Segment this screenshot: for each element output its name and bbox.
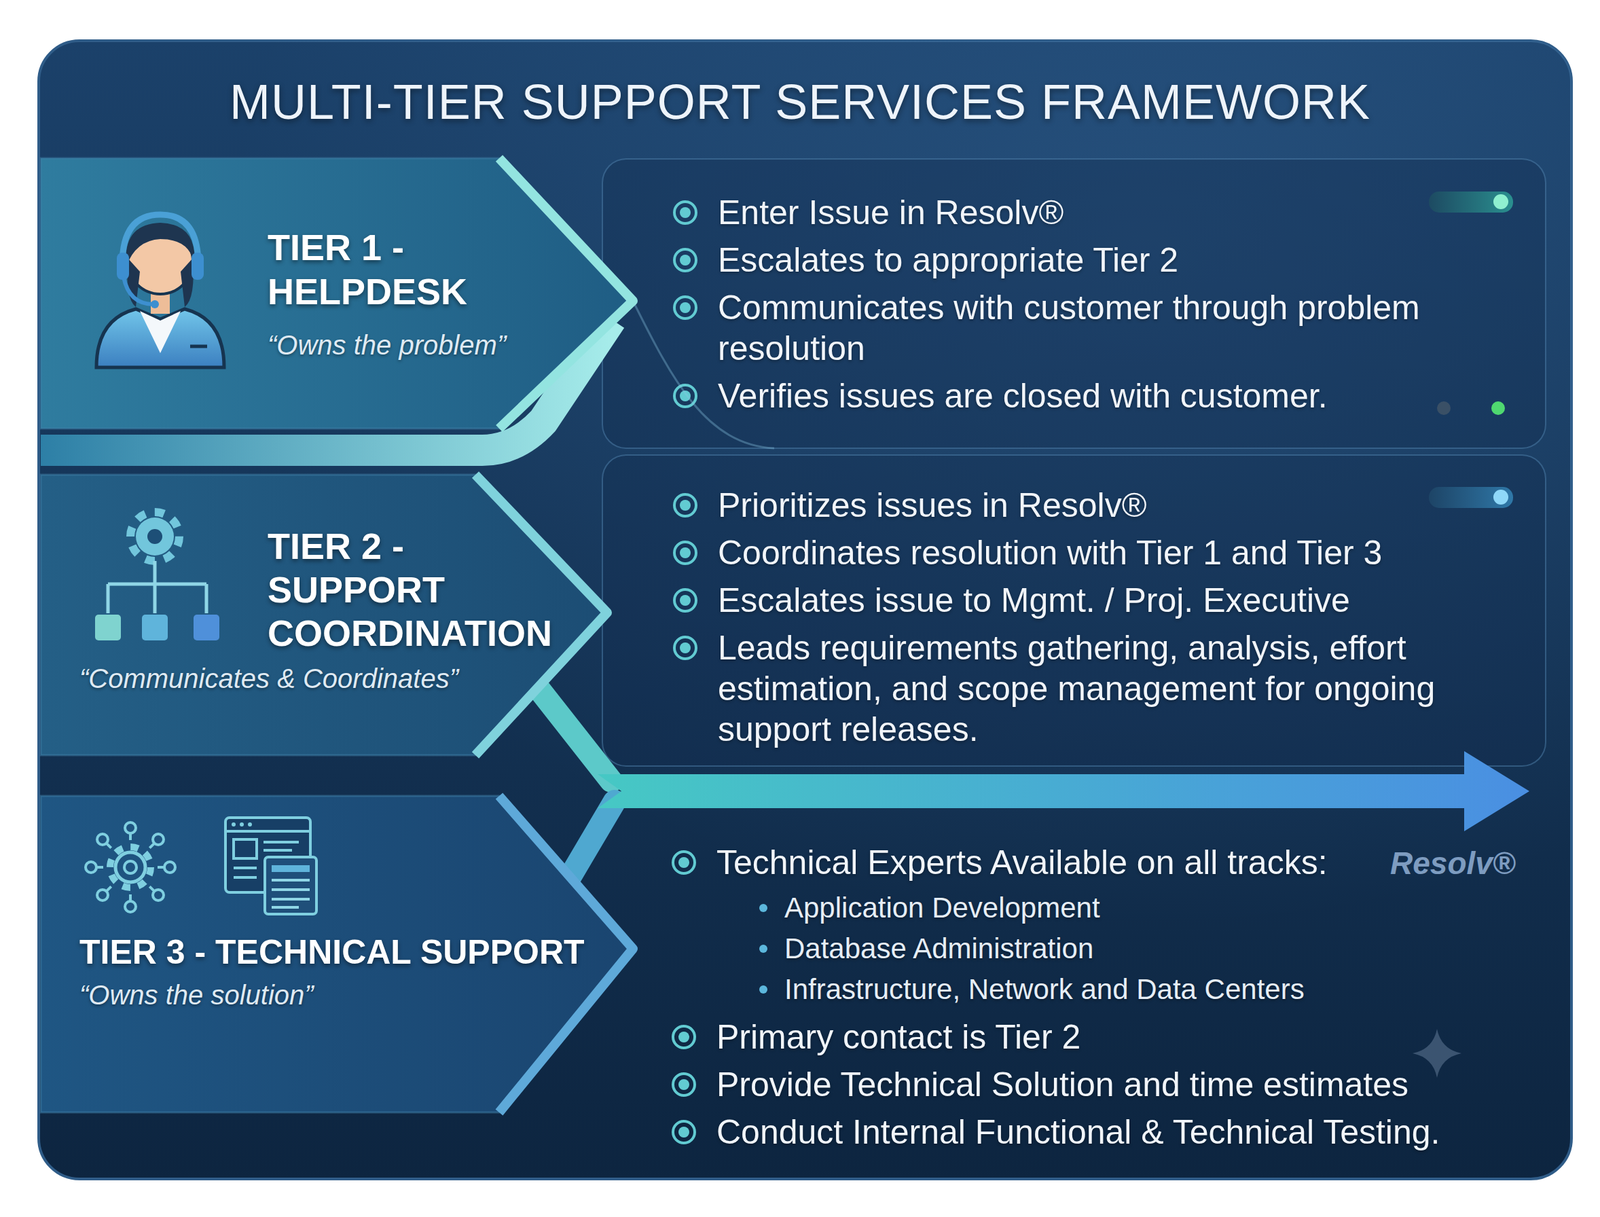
frame-background (38, 40, 1572, 1179)
bullet-text: Primary contact is Tier 2 (716, 1016, 1532, 1058)
tier-ribbon (536, 685, 612, 781)
bullet-text: Conduct Internal Functional & Technical … (716, 1111, 1532, 1153)
bullet-dot (679, 642, 691, 654)
diagram-title: MULTI-TIER SUPPORT SERVICES FRAMEWORK (0, 72, 1600, 132)
bullet-panel: Enter Issue in Resolv® Escalates to appro… (601, 158, 1547, 449)
sub-bullet-dot (757, 943, 769, 955)
bullet-icon (671, 491, 699, 519)
chevron-fill (40, 795, 633, 1113)
bullet-list: Technical Experts Available on all track… (601, 842, 1547, 1153)
tier-heading: TIER 1 - HELPDESK (267, 225, 567, 314)
bullet-ring (674, 296, 697, 319)
bullet-icon (670, 1070, 698, 1099)
tier-ribbon (40, 760, 503, 791)
bullet-item: Coordinates resolution with Tier 1 and T… (603, 532, 1545, 574)
sub-bullet-item: Infrastructure, Network and Data Centers (601, 969, 1547, 1010)
brand-logo: Resolv® (1390, 844, 1516, 883)
bullet-dot (678, 1126, 690, 1138)
tier-chevron: TIER 3 - TECHNICAL SUPPORT “Owns the solu… (40, 795, 633, 1113)
bullet-text: Coordinates resolution with Tier 1 and T… (717, 532, 1533, 574)
bullet-item: Escalates issue to Mgmt. / Proj. Executi… (603, 579, 1545, 621)
bullet-icon (671, 382, 699, 410)
bullet-icon (671, 634, 699, 662)
bullet-ring (673, 1121, 695, 1143)
bullet-dot (679, 302, 691, 314)
bullet-text: Provide Technical Solution and time esti… (716, 1064, 1532, 1105)
bullet-dot (678, 1079, 690, 1090)
tier-chevron: TIER 2 - SUPPORT COORDINATION “Communicat… (40, 474, 608, 756)
bullet-ring (674, 494, 697, 517)
bullet-ring (674, 385, 697, 407)
bullet-ring (674, 541, 697, 564)
bullet-ring (674, 589, 697, 612)
sub-bullet-text: Application Development (784, 887, 1518, 929)
bullet-icon (671, 246, 699, 274)
bullet-text: Prioritizes issues in Resolv® (717, 484, 1533, 526)
bullet-ring (674, 201, 697, 224)
bullet-dot (679, 390, 691, 402)
bullet-text: Escalates to appropriate Tier 2 (717, 239, 1533, 281)
bullet-dot (678, 857, 690, 868)
bullet-item: Leads requirements gathering, analysis, … (603, 627, 1545, 750)
bullet-item: Primary contact is Tier 2 (601, 1016, 1547, 1058)
bullet-text: Verifies issues are closed with customer… (717, 375, 1533, 417)
chevron-fill (40, 474, 608, 756)
bullet-icon (671, 539, 699, 567)
frame-glow (38, 40, 1572, 1179)
tier-motto: “Owns the problem” (267, 328, 506, 362)
tier-motto: “Owns the solution” (79, 978, 314, 1012)
bullet-item: Conduct Internal Functional & Technical … (601, 1111, 1547, 1153)
bullet-item: Communicates with customer through probl… (603, 287, 1545, 369)
tier-motto: “Communicates & Coordinates” (79, 662, 459, 695)
bullet-item: Provide Technical Solution and time esti… (601, 1064, 1547, 1105)
sub-bullet-dot (757, 902, 769, 914)
sub-bullet-item: Application Development (601, 887, 1547, 929)
sparkle-mark (1412, 1028, 1462, 1078)
bullet-dot (679, 207, 691, 218)
bullet-list: Prioritizes issues in Resolv® Coordinates… (603, 484, 1545, 750)
bullet-dot (679, 254, 691, 266)
sub-bullet-text: Infrastructure, Network and Data Centers (784, 969, 1518, 1010)
bullet-ring (674, 249, 697, 271)
bullet-ring (673, 1026, 695, 1048)
sub-bullet-dot (759, 903, 768, 913)
sub-bullet-text: Database Administration (784, 928, 1518, 970)
bullet-dot (679, 547, 691, 559)
bullet-icon (670, 1118, 698, 1146)
bullet-dot (679, 499, 691, 511)
bullet-list: Enter Issue in Resolv® Escalates to appro… (603, 192, 1545, 417)
sub-bullet-dot (759, 985, 768, 994)
bullet-text: Communicates with customer through probl… (717, 287, 1533, 369)
bullet-panel: Prioritizes issues in Resolv® Coordinates… (601, 454, 1547, 767)
tier-heading: TIER 2 - SUPPORT COORDINATION (267, 524, 567, 655)
bullet-ring (673, 851, 695, 874)
bullet-item: Verifies issues are closed with customer… (603, 375, 1545, 417)
tier-chevron: TIER 1 - HELPDESK “Owns the problem” (40, 158, 633, 429)
chevron-fill (40, 158, 633, 429)
bullet-icon (671, 294, 699, 322)
bullet-item: Prioritizes issues in Resolv® (603, 484, 1545, 526)
bullet-ring (673, 1073, 695, 1096)
bullet-icon (670, 848, 698, 877)
tier-heading: TIER 3 - TECHNICAL SUPPORT (79, 931, 585, 973)
bullet-icon (671, 586, 699, 614)
bullet-dot (679, 594, 691, 606)
bullet-icon (671, 198, 699, 227)
bullet-text: Leads requirements gathering, analysis, … (717, 627, 1533, 750)
bullet-text: Escalates issue to Mgmt. / Proj. Executi… (717, 579, 1533, 621)
bullet-item: Enter Issue in Resolv® (603, 192, 1545, 233)
tier-ribbon (570, 801, 615, 877)
bullet-text: Enter Issue in Resolv® (717, 192, 1533, 233)
bullet-dot (678, 1031, 690, 1043)
bullet-item: Escalates to appropriate Tier 2 (603, 239, 1545, 281)
sub-bullet-dot (757, 984, 769, 995)
sub-bullet-dot (759, 944, 768, 953)
bullet-ring (674, 637, 697, 659)
bullet-icon (670, 1023, 698, 1051)
sub-bullet-item: Database Administration (601, 928, 1547, 970)
